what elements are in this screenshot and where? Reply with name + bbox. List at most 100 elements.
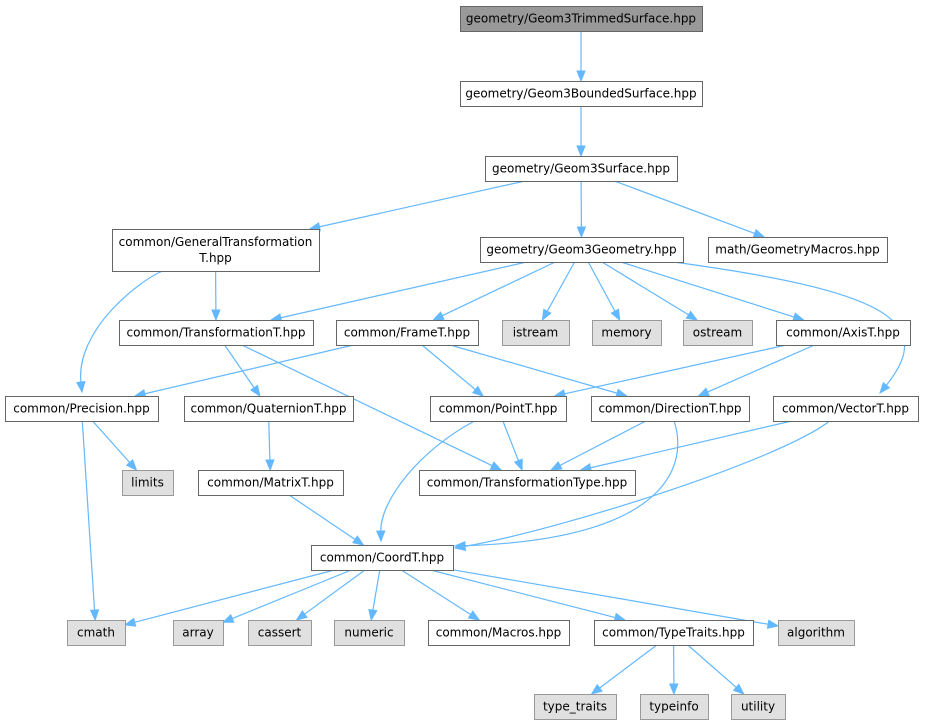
edge-vecT-to-coordT [453, 420, 830, 551]
node-common-matrixt-hpp[interactable]: common/MatrixT.hpp [198, 470, 344, 496]
edge-line [673, 261, 906, 387]
node-label: common/FrameT.hpp [344, 326, 470, 340]
node-common-transformationt-hpp[interactable]: common/TransformationT.hpp [119, 320, 314, 346]
edge-line [687, 644, 738, 689]
edge-arrowhead [576, 145, 586, 158]
edge-typetraits-to-utility [687, 644, 745, 695]
edge-matT-to-coordT [288, 494, 365, 546]
node-common-framet-hpp[interactable]: common/FrameT.hpp [336, 320, 479, 346]
edge-line [288, 494, 357, 541]
edge-geometry-to-istream [541, 261, 576, 322]
node-box [591, 396, 750, 422]
edge-line [441, 261, 556, 317]
node-common-typetraits-hpp[interactable]: common/TypeTraits.hpp [594, 620, 754, 646]
node-label: geometry/Geom3BoundedSurface.hpp [465, 87, 696, 101]
node-box [336, 320, 479, 346]
node-math-geometrymacros-hpp[interactable]: math/GeometryMacros.hpp [708, 237, 888, 263]
edge-precision-to-cmath [81, 420, 100, 622]
edge-precision-to-limits [92, 420, 138, 472]
edge-coordT-to-typetraits [430, 569, 627, 622]
edge-line [463, 420, 830, 548]
edge-geometry-to-memory [587, 261, 621, 322]
edge-arrowhead [879, 381, 891, 395]
edge-frameT-to-precision [133, 344, 354, 399]
edge-axisT-to-dirT [697, 344, 815, 397]
node-label: utility [741, 700, 775, 714]
edge-arrowhead [352, 535, 365, 546]
node-box [460, 81, 703, 107]
node-label: geometry/Geom3Geometry.hpp [486, 243, 676, 257]
edge-geometry-to-axisT [620, 261, 805, 322]
node-label: common/AxisT.hpp [786, 326, 900, 340]
node-label: array [182, 626, 213, 640]
node-box [430, 396, 567, 422]
edge-line [401, 569, 472, 616]
node-label: common/Macros.hpp [436, 626, 562, 640]
node-common-quaterniont-hpp[interactable]: common/QuaternionT.hpp [184, 396, 354, 422]
node-common-pointt-hpp[interactable]: common/PointT.hpp [430, 396, 567, 422]
edge-arrowhead [453, 541, 467, 551]
edge-arrowhead [250, 384, 261, 398]
node-box [5, 396, 159, 422]
edge-line [452, 569, 770, 625]
edge-arrowhead [89, 609, 100, 622]
edge-line [279, 261, 527, 319]
edge-arrowhead [432, 311, 445, 321]
node-geometry-geom3surface-hpp[interactable]: geometry/Geom3Surface.hpp [485, 156, 678, 182]
edge-frameT-to-pointT [421, 344, 485, 397]
edge-bounded-to-surface [576, 106, 586, 158]
node-ostream: ostream [683, 320, 753, 346]
edge-arrowhead [541, 308, 552, 322]
edge-line [558, 420, 647, 467]
edge-coordT-to-array [221, 569, 352, 623]
node-label: ostream [693, 326, 742, 340]
node-geometry-geom3geometry-hpp[interactable]: geometry/Geom3Geometry.hpp [480, 237, 684, 263]
node-common-directiont-hpp[interactable]: common/DirectionT.hpp [591, 396, 750, 422]
edge-line [502, 420, 520, 462]
edge-line [92, 420, 131, 464]
node-cmath: cmath [67, 620, 126, 646]
node-label: common/QuaternionT.hpp [191, 402, 347, 416]
edge-line [303, 569, 366, 616]
edge-line [587, 261, 616, 313]
edge-arrowhead [615, 388, 628, 398]
edge-line [614, 180, 756, 235]
node-common-vectort-hpp[interactable]: common/VectorT.hpp [773, 396, 919, 422]
edge-line [706, 344, 815, 393]
node-label: common/TypeTraits.hpp [602, 626, 745, 640]
node-box [119, 320, 314, 346]
edge-line [143, 344, 354, 395]
node-geometry-geom3boundedsurface-hpp[interactable]: geometry/Geom3BoundedSurface.hpp [460, 81, 703, 107]
edge-arrowhead [590, 683, 603, 695]
node-box [122, 470, 174, 496]
node-box [248, 620, 312, 646]
node-box [334, 620, 405, 646]
node-box [773, 396, 919, 422]
edge-trimmed-to-bounded [576, 31, 586, 83]
edge-arrowhead [513, 458, 523, 472]
node-common-macros-hpp[interactable]: common/Macros.hpp [428, 620, 570, 646]
node-common-precision-hpp[interactable]: common/Precision.hpp [5, 396, 159, 422]
edge-line [224, 344, 256, 389]
node-common-transformationtype-hpp[interactable]: common/TransformationType.hpp [419, 470, 636, 496]
edge-dirT-to-ttype [550, 420, 647, 471]
node-box [311, 545, 454, 571]
edge-line [268, 420, 271, 462]
edge-transT-to-ttype [241, 344, 503, 471]
edge-geometry-to-ostream [601, 261, 699, 321]
node-box [708, 237, 888, 263]
node-common-axist-hpp[interactable]: common/AxisT.hpp [776, 320, 911, 346]
edge-vecT-to-ttype [579, 420, 792, 473]
node-limits: limits [122, 470, 174, 496]
node-box [776, 320, 911, 346]
node-geometry-geom3trimmedsurface-hpp[interactable]: geometry/Geom3TrimmedSurface.hpp [460, 6, 703, 32]
edge-arrowhead [576, 70, 586, 83]
node-box [428, 620, 570, 646]
edge-gentrans-to-transT [211, 270, 221, 322]
node-label: type_traits [543, 700, 607, 714]
node-common-coordt-hpp[interactable]: common/CoordT.hpp [311, 545, 454, 571]
edge-transT-to-quatT [224, 344, 261, 398]
edge-arrowhead [792, 312, 805, 322]
